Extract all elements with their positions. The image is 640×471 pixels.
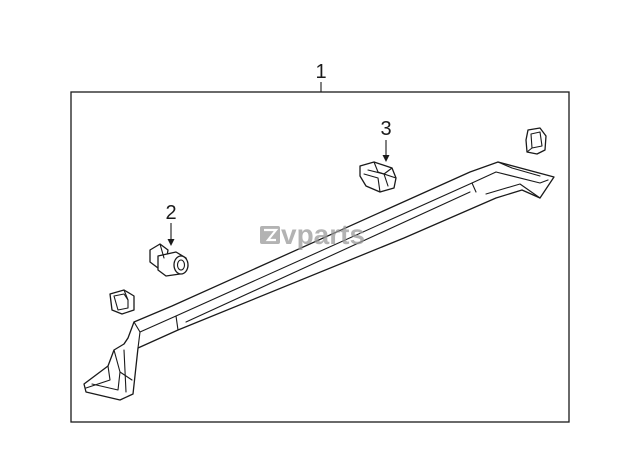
rocker-panel-molding (83, 161, 555, 401)
retainer-clip (359, 161, 397, 193)
watermark-logo: vparts (260, 219, 365, 250)
callout-1-label: 1 (315, 61, 326, 83)
diagram-frame (70, 91, 570, 423)
callout-3-label: 3 (380, 118, 391, 140)
watermark-mark-glyph (264, 228, 279, 242)
callout-2-arrowhead (167, 239, 175, 246)
callout-3-arrowhead (382, 155, 390, 162)
rear-clip (525, 127, 547, 155)
front-clip (109, 289, 135, 315)
push-fastener (149, 243, 189, 277)
watermark-text: vparts (281, 219, 365, 250)
watermark-mark-icon (260, 226, 280, 244)
callout-2-label: 2 (165, 202, 176, 224)
